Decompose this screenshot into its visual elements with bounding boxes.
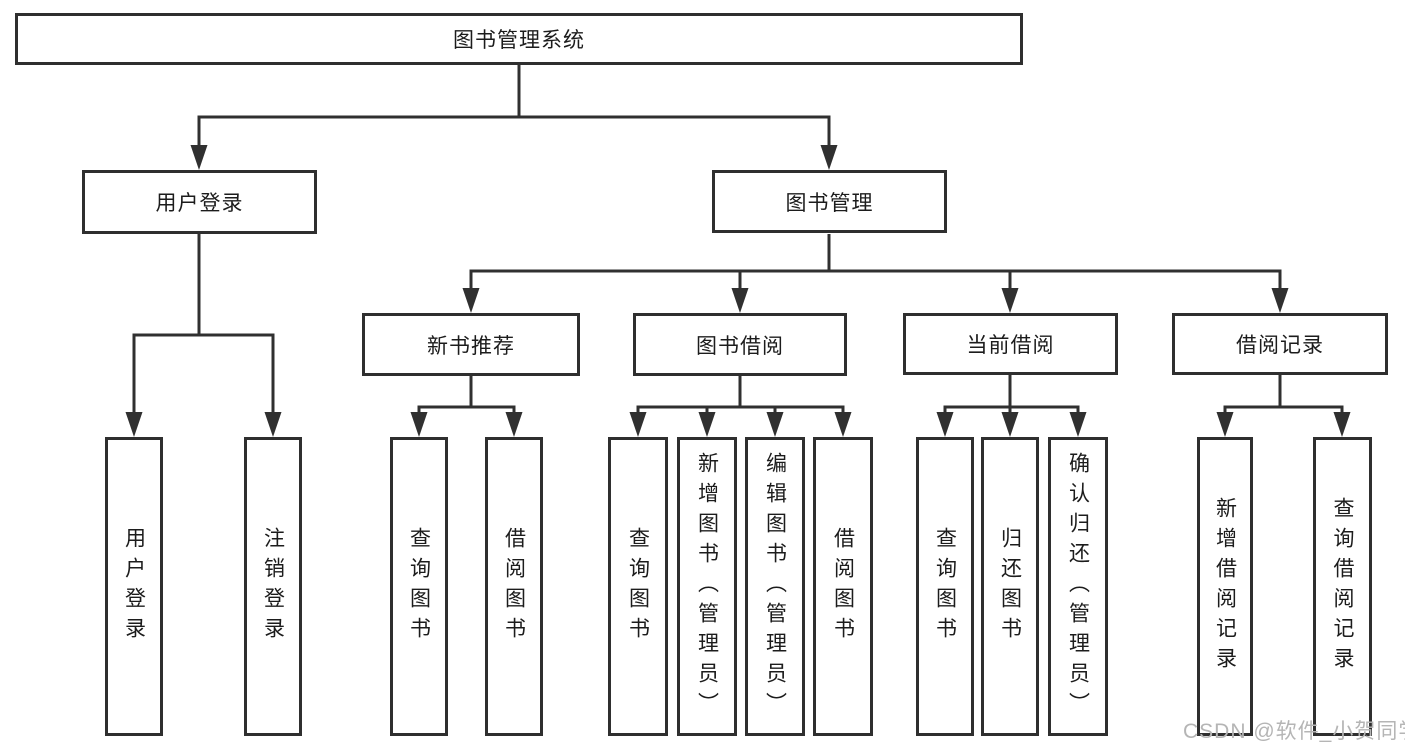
arrowhead-icon [731,288,749,313]
connector-user-login-to-leaves [125,234,282,437]
arrowhead-icon [936,412,954,437]
node-root: 图书管理系统 [15,13,1023,65]
leaf-newbook-borrow-books-label: 借阅图书 [502,526,526,647]
arrowhead-icon [505,412,523,437]
node-current-borrow: 当前借阅 [903,313,1118,375]
connector-book-borrow-to-leaves [629,376,852,437]
arrowhead-icon [698,412,716,437]
arrowhead-icon [125,412,143,437]
leaf-current-return-books-label: 归还图书 [998,526,1022,647]
leaf-logout: 注销登录 [244,437,302,736]
leaf-borrow-query-books: 查询图书 [608,437,668,736]
leaf-borrow-borrow-books-label: 借阅图书 [831,526,855,647]
node-book-borrow-label: 图书借阅 [696,334,784,358]
arrowhead-icon [1271,288,1289,313]
node-book-management-label: 图书管理 [785,191,874,215]
arrowhead-icon [462,288,480,313]
arrowhead-icon [1333,412,1351,437]
arrowhead-icon [1001,412,1019,437]
leaf-borrow-query-books-label: 查询图书 [626,526,650,647]
leaf-newbook-query-books-label: 查询图书 [407,526,431,647]
arrowhead-icon [820,145,838,170]
arrowhead-icon [1001,288,1019,313]
connector-root-to-level2 [190,65,838,170]
leaf-borrow-edit-books-admin: 编辑图书（管理员） [745,437,805,736]
leaf-current-confirm-return-admin-label: 确认归还（管理员） [1066,451,1090,722]
leaf-records-query-record: 查询借阅记录 [1313,437,1372,736]
node-book-borrow: 图书借阅 [633,313,847,376]
connector-new-book-recommend-to-leaves [410,376,523,437]
leaf-records-add-record: 新增借阅记录 [1197,437,1253,736]
leaf-newbook-query-books: 查询图书 [390,437,448,736]
node-root-label: 图书管理系统 [453,29,585,52]
node-current-borrow-label: 当前借阅 [966,334,1055,357]
leaf-user-login-label: 用户登录 [122,526,146,647]
leaf-records-add-record-label: 新增借阅记录 [1213,496,1237,677]
leaf-current-query-books: 查询图书 [916,437,974,736]
node-new-book-recommend: 新书推荐 [362,313,580,376]
leaf-user-login: 用户登录 [105,437,163,736]
arrowhead-icon [190,145,208,170]
leaf-newbook-borrow-books: 借阅图书 [485,437,543,736]
leaf-borrow-add-books-admin: 新增图书（管理员） [677,437,737,736]
node-user-login: 用户登录 [82,170,317,234]
leaf-borrow-edit-books-admin-label: 编辑图书（管理员） [763,451,787,722]
leaf-borrow-borrow-books: 借阅图书 [813,437,873,736]
arrowhead-icon [1069,412,1087,437]
leaf-current-return-books: 归还图书 [981,437,1039,736]
connector-borrow-records-to-leaves [1216,375,1351,437]
arrowhead-icon [766,412,784,437]
node-user-login-label: 用户登录 [155,192,244,215]
connector-current-borrow-to-leaves [936,375,1087,437]
node-new-book-recommend-label: 新书推荐 [427,334,515,358]
node-borrow-records: 借阅记录 [1172,313,1388,375]
leaf-borrow-add-books-admin-label: 新增图书（管理员） [695,451,719,722]
arrowhead-icon [264,412,282,437]
leaf-current-confirm-return-admin: 确认归还（管理员） [1048,437,1108,736]
leaf-logout-label: 注销登录 [261,526,285,647]
arrowhead-icon [629,412,647,437]
arrowhead-icon [410,412,428,437]
connector-book-management-to-level3 [462,234,1289,313]
arrowhead-icon [1216,412,1234,437]
node-book-management: 图书管理 [712,170,947,233]
leaf-current-query-books-label: 查询图书 [933,526,957,647]
arrowhead-icon [834,412,852,437]
leaf-records-query-record-label: 查询借阅记录 [1331,496,1354,677]
node-borrow-records-label: 借阅记录 [1236,334,1324,357]
watermark-text: CSDN @软件_小贺同学 [1183,720,1405,743]
